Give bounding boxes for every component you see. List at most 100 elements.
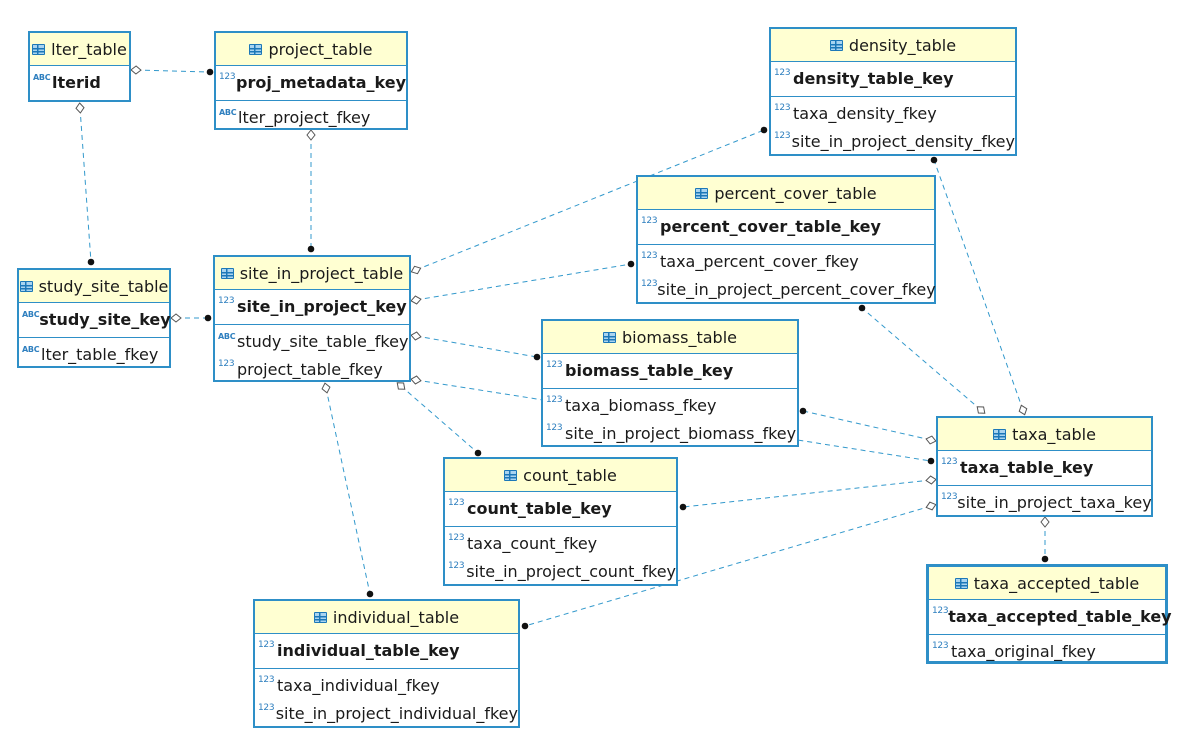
relationship-line[interactable]	[415, 379, 932, 462]
entity-title: density_table	[848, 35, 957, 55]
primary-key: taxa_table_key	[960, 457, 1094, 477]
entity-title: taxa_table	[1012, 424, 1096, 444]
entity-title: study_site_table	[38, 276, 169, 296]
relationship-line[interactable]	[79, 107, 92, 263]
numeric-type-icon: 123	[448, 498, 465, 508]
primary-key: percent_cover_table_key	[660, 216, 881, 236]
entity-title: count_table	[523, 465, 617, 485]
relationship-line[interactable]	[400, 385, 479, 454]
numeric-type-icon: 123	[774, 103, 791, 113]
numeric-type-icon: 123	[546, 360, 563, 370]
dot-end-icon	[627, 260, 635, 268]
dot-end-icon	[521, 622, 529, 630]
field-name: site_in_project_individual_fkey	[275, 703, 518, 723]
table-icon	[603, 331, 616, 343]
field-name: taxa_biomass_fkey	[565, 395, 717, 415]
field-name: lter_project_fkey	[238, 107, 371, 127]
dot-end-icon	[533, 353, 541, 361]
relationship-line[interactable]	[682, 479, 932, 508]
primary-key: density_table_key	[793, 68, 954, 88]
relationship-line[interactable]	[524, 505, 932, 627]
relationship-line[interactable]	[802, 410, 932, 441]
relationship-line[interactable]	[415, 263, 632, 301]
numeric-type-icon: 123	[258, 675, 275, 685]
diamond-end-icon	[1040, 516, 1050, 528]
entity-header: project_table	[216, 33, 406, 66]
diamond-end-icon	[306, 129, 316, 141]
relationship-line[interactable]	[135, 69, 211, 73]
diamond-end-icon	[410, 265, 422, 275]
dot-end-icon	[927, 457, 935, 465]
diamond-end-icon	[75, 102, 85, 114]
diamond-end-icon	[130, 65, 142, 75]
field-name: site_in_project_taxa_key	[957, 492, 1152, 512]
text-type-icon: ABC	[22, 344, 40, 354]
dot-end-icon	[799, 407, 807, 415]
primary-key: site_in_project_key	[237, 296, 407, 316]
diamond-end-icon	[1018, 404, 1028, 416]
relationship-line[interactable]	[861, 307, 982, 411]
relationship-line[interactable]	[415, 335, 538, 358]
relationship-line[interactable]	[933, 159, 1024, 411]
diamond-end-icon	[976, 406, 986, 414]
entity-title: percent_cover_table	[714, 183, 877, 203]
dot-end-icon	[474, 449, 482, 457]
numeric-type-icon: 123	[546, 423, 563, 433]
dot-end-icon	[760, 126, 768, 134]
primary-key: lterid	[52, 72, 101, 92]
relationship-line[interactable]	[325, 387, 371, 595]
numeric-type-icon: 123	[641, 279, 658, 289]
entity-header: biomass_table	[543, 321, 797, 354]
entity-header: percent_cover_table	[638, 177, 934, 210]
table-icon	[32, 43, 46, 55]
entity-header: density_table	[771, 29, 1015, 62]
